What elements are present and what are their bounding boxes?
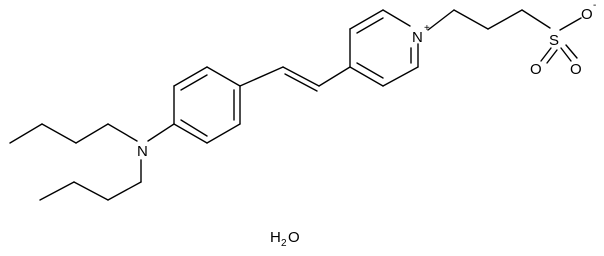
water-h: H — [270, 229, 281, 246]
water-o: O — [288, 229, 300, 246]
n-aryl-bond — [147, 123, 175, 142]
amine-nitrogen: N — [137, 143, 148, 160]
sulfonate-bonds — [540, 17, 582, 64]
butyl-chain-lower — [39, 159, 142, 201]
water-formula: H 2 O — [270, 229, 300, 249]
oxygen-right: O — [570, 61, 582, 78]
benzene-ring — [173, 66, 241, 144]
oxygen-top-label: O - — [581, 0, 596, 23]
vinyl-bridge — [239, 66, 351, 92]
pyridinium-nitrogen-label: N + — [412, 23, 430, 46]
oxygen-top-charge: - — [593, 0, 596, 11]
oxygen-top: O — [581, 6, 593, 23]
water-subscript: 2 — [281, 238, 287, 249]
amine-nitrogen-label: N — [136, 142, 150, 160]
oxygen-right-label: O — [570, 61, 582, 78]
oxygen-left: O — [530, 61, 542, 78]
pyridinium-charge: + — [424, 23, 430, 34]
pyridinium-nitrogen: N — [412, 29, 423, 46]
pyridinium-ring — [349, 9, 419, 87]
propyl-chain — [427, 9, 551, 31]
sulfur-label: S — [549, 32, 559, 49]
oxygen-left-label: O — [530, 61, 542, 78]
butyl-chain-upper — [9, 123, 138, 144]
sulfur-atom: S — [549, 32, 559, 49]
